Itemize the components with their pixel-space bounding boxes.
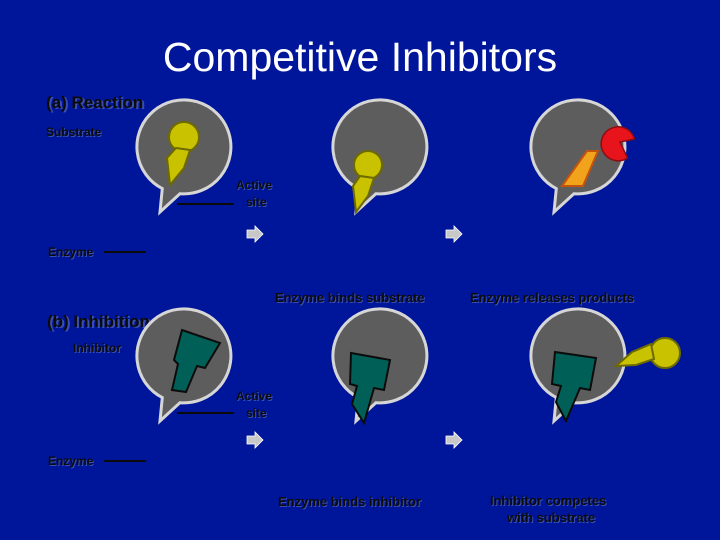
caption-competes-line1-shadow: Inhibitor competes xyxy=(491,494,607,509)
active-site-label-b2: site xyxy=(246,406,267,420)
caption-competes-line2-shadow: with substrate xyxy=(507,511,596,526)
enzyme-label-b-shadow: Enzyme xyxy=(49,455,95,469)
panel-a-heading-shadow: (a) Reaction xyxy=(48,94,145,113)
caption-releases-products-shadow: Enzyme releases products xyxy=(471,291,635,306)
active-site-label-a1: Active xyxy=(236,178,272,192)
substrate-shape xyxy=(165,121,200,188)
panel-a-reaction: (a) Reaction (a) Reaction Substrate Subs… xyxy=(46,93,636,306)
caption-competes-line1: Inhibitor competes xyxy=(490,493,606,508)
inhibitor-label-shadow: Inhibitor xyxy=(74,342,122,356)
arrow-icon xyxy=(445,431,463,449)
caption-binds-inhibitor-shadow: Enzyme binds inhibitor xyxy=(279,495,422,510)
substrate-label: Substrate xyxy=(46,125,102,139)
panel-a-heading: (a) Reaction xyxy=(46,93,143,112)
arrow-icon xyxy=(445,225,463,243)
panel-b-heading: (b) Inhibition xyxy=(47,312,150,331)
panel-b-inhibition: (b) Inhibition (b) Inhibition Inhibitor … xyxy=(47,307,681,526)
caption-binds-substrate: Enzyme binds substrate xyxy=(275,290,425,305)
enzyme-label-a-shadow: Enzyme xyxy=(49,246,95,260)
active-site-label-a2: site xyxy=(246,195,267,209)
enzyme-shape xyxy=(529,98,627,216)
inhibitor-label: Inhibitor xyxy=(73,341,121,355)
caption-releases-products: Enzyme releases products xyxy=(470,290,634,305)
product-red-shape xyxy=(600,126,636,162)
arrow-icon xyxy=(246,431,264,449)
inhibitor-shape xyxy=(348,351,392,426)
caption-competes-line2: with substrate xyxy=(506,510,595,525)
caption-binds-substrate-shadow: Enzyme binds substrate xyxy=(276,291,426,306)
enzyme-label-a: Enzyme xyxy=(48,245,94,259)
active-site-label-a2-shadow: site xyxy=(247,196,268,210)
active-site-label-a1-shadow: Active xyxy=(237,179,273,193)
inhibitor-shape xyxy=(550,350,598,424)
substrate-shape xyxy=(613,337,681,369)
inhibitor-shape xyxy=(170,328,222,394)
arrow-icon xyxy=(246,225,264,243)
caption-binds-inhibitor: Enzyme binds inhibitor xyxy=(278,494,421,509)
enzyme-label-b: Enzyme xyxy=(48,454,94,468)
substrate-label-shadow: Substrate xyxy=(47,126,103,140)
active-site-label-b2-shadow: site xyxy=(247,407,268,421)
panel-b-heading-shadow: (b) Inhibition xyxy=(49,313,152,332)
product-orange-shape xyxy=(560,150,600,187)
active-site-label-b1-shadow: Active xyxy=(237,390,273,404)
substrate-shape xyxy=(351,150,383,215)
active-site-label-b1: Active xyxy=(236,389,272,403)
slide-title: Competitive Inhibitors xyxy=(162,34,558,80)
